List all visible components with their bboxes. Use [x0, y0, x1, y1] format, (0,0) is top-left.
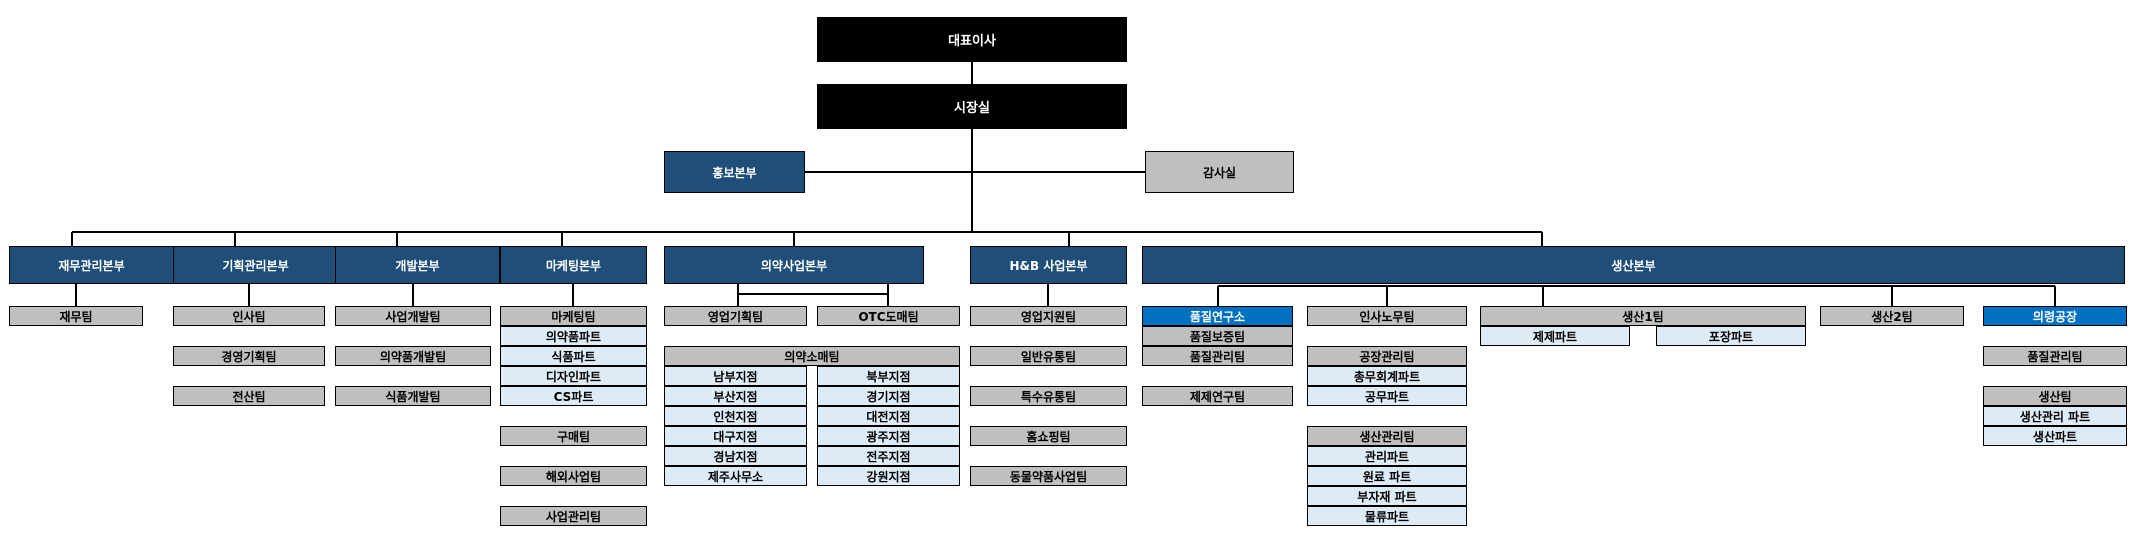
ceo-box: 대표이사 [817, 17, 1127, 62]
division-header-marketing: 마케팅본부 [500, 246, 647, 284]
team-box: 부산지점 [664, 386, 807, 406]
team-box: 생산관리 파트 [1983, 406, 2127, 426]
connector-line [1068, 232, 1070, 246]
division-header-dev: 개발본부 [335, 246, 500, 284]
team-box: 공장관리팀 [1307, 346, 1467, 366]
team-box: 홈쇼핑팀 [970, 426, 1127, 446]
team-box: 제제연구팀 [1142, 386, 1293, 406]
division-header-hb: H&B 사업본부 [970, 246, 1127, 284]
connector-line [738, 293, 888, 295]
division-header-planning: 기획관리본부 [173, 246, 338, 284]
team-box: 품질관리팀 [1142, 346, 1293, 366]
team-box: 포장파트 [1656, 326, 1806, 346]
connector-line [1542, 286, 1544, 306]
team-box: 경남지점 [664, 446, 807, 466]
team-box: 의약소매팀 [664, 346, 960, 366]
team-box: 생산2팀 [1820, 306, 1964, 326]
team-box: 재무팀 [9, 306, 143, 326]
pr-division-box: 홍보본부 [664, 151, 805, 193]
team-box: 관리파트 [1307, 446, 1467, 466]
team-box: 강원지점 [817, 466, 960, 486]
team-box: CS파트 [500, 386, 647, 406]
team-box: 디자인파트 [500, 366, 647, 386]
team-box: 식품파트 [500, 346, 647, 366]
office-box: 시장실 [817, 84, 1127, 129]
team-box: OTC도매팀 [817, 306, 960, 326]
team-box: 공무파트 [1307, 386, 1467, 406]
team-box: 대구지점 [664, 426, 807, 446]
connector-line [1386, 286, 1388, 306]
team-box: 일반유통팀 [970, 346, 1127, 366]
team-box: 해외사업팀 [500, 466, 647, 486]
team-box: 동물약품사업팀 [970, 466, 1127, 486]
audit-box: 감사실 [1145, 151, 1294, 193]
team-box: 마케팅팀 [500, 306, 647, 326]
connector-line [412, 284, 414, 306]
team-box: 원료 파트 [1307, 466, 1467, 486]
connector-line [561, 232, 563, 246]
team-box: 인사노무팀 [1307, 306, 1467, 326]
connector-line [887, 284, 889, 306]
team-box: 남부지점 [664, 366, 807, 386]
team-box: 구매팀 [500, 426, 647, 446]
connector-line [737, 284, 739, 306]
connector-line [234, 232, 236, 246]
team-box: 식품개발팀 [335, 386, 491, 406]
team-box: 인천지점 [664, 406, 807, 426]
team-box: 전주지점 [817, 446, 960, 466]
team-box: 경영기획팀 [173, 346, 325, 366]
connector-line [805, 171, 1145, 173]
team-box: 의약품개발팀 [335, 346, 491, 366]
team-box: 품질연구소 [1142, 306, 1293, 326]
connector-line [572, 284, 574, 306]
connector-line [1891, 286, 1893, 306]
team-box: 제주사무소 [664, 466, 807, 486]
team-box: 생산팀 [1983, 386, 2127, 406]
connector-line [2054, 286, 2056, 306]
division-header-production: 생산본부 [1142, 246, 2125, 284]
team-box: 영업지원팀 [970, 306, 1127, 326]
team-box: 제제파트 [1480, 326, 1630, 346]
team-box: 특수유통팀 [970, 386, 1127, 406]
division-header-pharma: 의약사업본부 [664, 246, 924, 284]
connector-line [248, 284, 250, 306]
team-box: 사업관리팀 [500, 506, 647, 526]
team-box: 생산파트 [1983, 426, 2127, 446]
team-box: 영업기획팀 [664, 306, 807, 326]
connector-line [396, 232, 398, 246]
team-box: 품질관리팀 [1983, 346, 2127, 366]
connector-line [1218, 285, 2055, 287]
team-box: 북부지점 [817, 366, 960, 386]
team-box: 사업개발팀 [335, 306, 491, 326]
team-box: 대전지점 [817, 406, 960, 426]
connector-line [1541, 232, 1543, 246]
team-box: 생산1팀 [1480, 306, 1806, 326]
team-box: 생산관리팀 [1307, 426, 1467, 446]
team-box: 광주지점 [817, 426, 960, 446]
team-box: 부자재 파트 [1307, 486, 1467, 506]
connector-line [971, 62, 973, 232]
connector-line [75, 284, 77, 306]
connector-line [793, 232, 795, 246]
team-box: 품질보증팀 [1142, 326, 1293, 346]
division-header-finance: 재무관리본부 [9, 246, 174, 284]
team-box: 총무회계파트 [1307, 366, 1467, 386]
connector-line [1217, 286, 1219, 306]
connector-line [72, 231, 1542, 233]
team-box: 전산팀 [173, 386, 325, 406]
team-box: 인사팀 [173, 306, 325, 326]
team-box: 의약품파트 [500, 326, 647, 346]
connector-line [71, 232, 73, 246]
team-box: 경기지점 [817, 386, 960, 406]
connector-line [1047, 284, 1049, 306]
team-box: 의령공장 [1983, 306, 2127, 326]
team-box: 물류파트 [1307, 506, 1467, 526]
